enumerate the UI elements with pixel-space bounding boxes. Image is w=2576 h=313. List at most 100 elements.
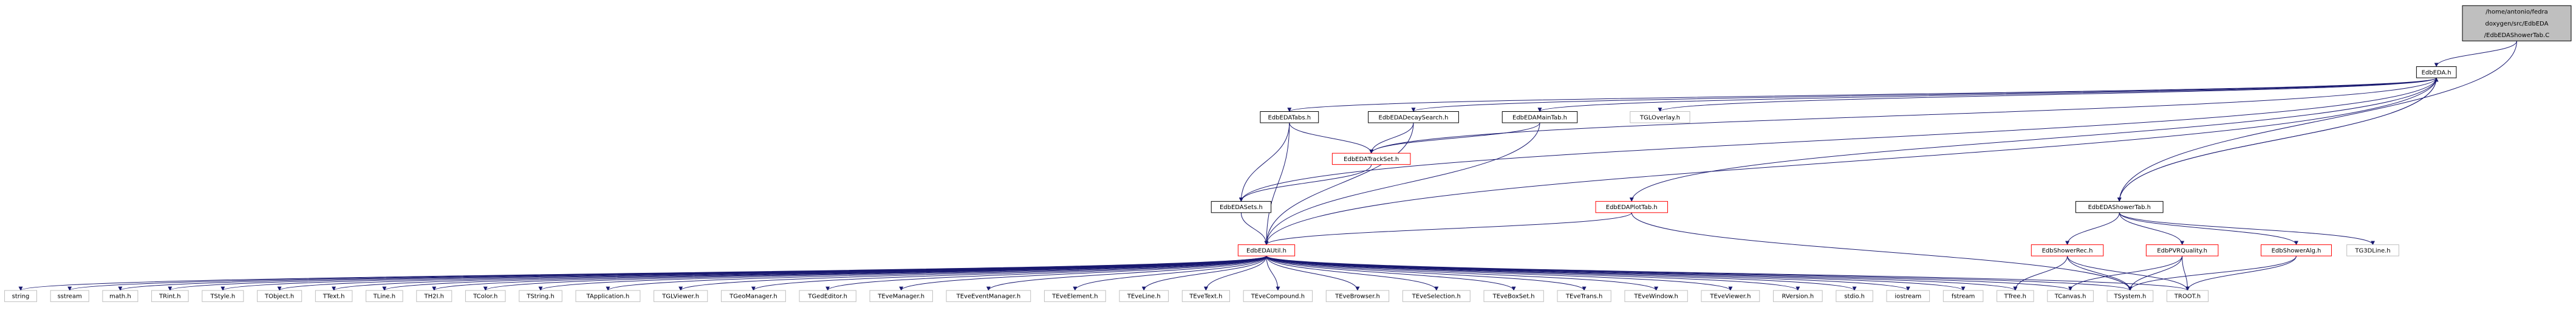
node-edbedasets-h[interactable]: EdbEDASets.h: [1211, 201, 1272, 213]
node-edbedautil-h[interactable]: EdbEDAUtil.h: [1237, 244, 1296, 256]
node-box: [519, 290, 562, 302]
edge-EdbEDAUtil_h-to-iostream: [1266, 255, 1910, 291]
node-box: [2031, 244, 2104, 256]
edge-EdbEDAUtil_h-to-TSystem_h: [1266, 255, 2133, 291]
node-edbedadecaysearch-h[interactable]: EdbEDADecaySearch.h: [1368, 111, 1459, 123]
node-box: [50, 290, 89, 302]
node-rversion-h[interactable]: RVersion.h: [1772, 290, 1823, 302]
node-iostream[interactable]: iostream: [1886, 290, 1930, 302]
edge-EdbEDAUtil_h-to-TEveElement_h: [1073, 255, 1267, 291]
node-edbshowerrec-h[interactable]: EdbShowerRec.h: [2031, 244, 2104, 256]
node-tsystem-h[interactable]: TSystem.h: [2106, 290, 2154, 302]
edge-EdbEDAUtil_h-to-TLine_h: [382, 255, 1267, 291]
node-box: [315, 290, 353, 302]
node-box: [4, 290, 38, 302]
node-edbshoweralg-h[interactable]: EdbShowerAlg.h: [2260, 244, 2332, 256]
node-tcolor-h[interactable]: TColor.h: [465, 290, 506, 302]
node-label: TEveBoxSet.h: [1492, 294, 1535, 300]
node-teveelement-h[interactable]: TEveElement.h: [1044, 290, 1106, 302]
node-edbedatrackset-h[interactable]: EdbEDATrackSet.h: [1331, 153, 1411, 165]
node-tevecompound-h[interactable]: TEveCompound.h: [1243, 290, 1313, 302]
node-box: [2145, 244, 2219, 256]
edge-EdbEDAUtil_h-to-TEveEventManager_h: [986, 255, 1267, 291]
node-tgloverlay-h[interactable]: TGLOverlay.h: [1630, 111, 1690, 123]
node-box: [799, 290, 856, 302]
node-box: [1237, 244, 1296, 256]
node-edbedaplottab-h[interactable]: EdbEDAPlotTab.h: [1595, 201, 1669, 213]
node-troot-h[interactable]: TROOT.h: [2166, 290, 2209, 302]
node-sstream[interactable]: sstream: [50, 290, 89, 302]
node-tobject-h[interactable]: TObject.h: [257, 290, 302, 302]
node-trint-h[interactable]: TRint.h: [151, 290, 189, 302]
node-label: TRint.h: [159, 294, 181, 300]
node-box: [1402, 290, 1471, 302]
node-tapplication-h[interactable]: TApplication.h: [575, 290, 641, 302]
node-box: [946, 290, 1031, 302]
node-edbpvrquality-h[interactable]: EdbPVRQuality.h: [2145, 244, 2219, 256]
edge-EdbEDA_h-to-EdbEDADecaySearch_h: [1411, 77, 2437, 112]
node-tg3dline-h[interactable]: TG3DLine.h: [2346, 244, 2399, 256]
edge-EdbEDATabs_h-to-EdbEDAUtil_h: [1264, 122, 1290, 246]
node-tevemanager-h[interactable]: TEveManager.h: [869, 290, 933, 302]
node-teveviewer-h[interactable]: TEveViewer.h: [1701, 290, 1760, 302]
node-math-h[interactable]: math.h: [102, 290, 138, 302]
node-box: [102, 290, 138, 302]
node-tgededitor-h[interactable]: TGedEditor.h: [799, 290, 856, 302]
node-root[interactable]: /home/antonio/fedradoxygen/src/EdbEDA/Ed…: [2462, 5, 2572, 41]
node-label: TText.h: [323, 294, 345, 300]
node-th2i-h[interactable]: TH2I.h: [416, 290, 453, 302]
node-label: EdbShowerAlg.h: [2272, 247, 2321, 254]
node-tevetext-h[interactable]: TEveText.h: [1181, 290, 1230, 302]
node-tcanvas-h[interactable]: TCanvas.h: [2047, 290, 2094, 302]
node-ttree-h[interactable]: TTree.h: [1997, 290, 2034, 302]
edge-EdbEDAUtil_h-to-TEveManager_h: [899, 255, 1267, 291]
edges-layer: [18, 41, 2517, 291]
edge-EdbEDADecaySearch_h-to-EdbEDAUtil_h: [1264, 122, 1414, 246]
node-box: [720, 290, 786, 302]
node-label: TEveManager.h: [877, 294, 924, 300]
node-box: [869, 290, 933, 302]
node-edbedatabs-h[interactable]: EdbEDATabs.h: [1260, 111, 1319, 123]
node-label: EdbEDADecaySearch.h: [1379, 114, 1449, 121]
node-label: EdbEDATrackSet.h: [1344, 156, 1399, 163]
node-edbedashowertab-h[interactable]: EdbEDAShowerTab.h: [2075, 201, 2164, 213]
node-teveline-h[interactable]: TEveLine.h: [1119, 290, 1169, 302]
node-box: [1502, 111, 1578, 123]
node-tevetrans-h[interactable]: TEveTrans.h: [1557, 290, 1611, 302]
edge-EdbEDAShowerTab_h-to-EdbShowerRec_h: [2065, 212, 2120, 246]
node-label: TEveElement.h: [1051, 294, 1098, 300]
node-tgeomanager-h[interactable]: TGeoManager.h: [720, 290, 786, 302]
node-label: EdbEDAShowerTab.h: [2088, 204, 2151, 211]
node-tline-h[interactable]: TLine.h: [366, 290, 403, 302]
edge-EdbEDA_h-to-EdbEDATabs_h: [1287, 77, 2437, 112]
node-box: [2106, 290, 2154, 302]
node-teveselection-h[interactable]: TEveSelection.h: [1402, 290, 1471, 302]
node-string[interactable]: string: [4, 290, 38, 302]
node-box: [151, 290, 189, 302]
node-tstring-h[interactable]: TString.h: [519, 290, 562, 302]
node-tstyle-h[interactable]: TStyle.h: [202, 290, 244, 302]
edge-EdbEDAUtil_h-to-TColor_h: [483, 255, 1267, 291]
node-tevebrowser-h[interactable]: TEveBrowser.h: [1325, 290, 1390, 302]
node-ttext-h[interactable]: TText.h: [315, 290, 353, 302]
node-tevewindow-h[interactable]: TEveWindow.h: [1624, 290, 1688, 302]
node-box: [1483, 290, 1544, 302]
node-box: [575, 290, 641, 302]
node-teveeventmanager-h[interactable]: TEveEventManager.h: [946, 290, 1031, 302]
node-label: TGLViewer.h: [661, 294, 699, 300]
node-stdio-h[interactable]: stdio.h: [1836, 290, 1873, 302]
edge-EdbEDAUtil_h-to-TEveLine_h: [1141, 256, 1267, 291]
edge-EdbEDAUtil_h-to-TStyle_h: [220, 255, 1267, 291]
node-label: TGeoManager.h: [729, 294, 777, 300]
node-tglviewer-h[interactable]: TGLViewer.h: [654, 290, 708, 302]
node-box: [1886, 290, 1930, 302]
node-fstream[interactable]: fstream: [1942, 290, 1984, 302]
edge-EdbEDAShowerTab_h-to-EdbEDA_h: [2119, 77, 2439, 202]
edge-EdbEDAMainTab_h-to-EdbEDAUtil_h: [1264, 122, 1540, 246]
node-label: TTree.h: [2004, 294, 2026, 300]
node-teveboxset-h[interactable]: TEveBoxSet.h: [1483, 290, 1544, 302]
node-label: EdbEDASets.h: [1220, 204, 1263, 211]
node-edbeda-h[interactable]: EdbEDA.h: [2416, 66, 2457, 78]
edge-EdbEDAShowerTab_h-to-EdbShowerAlg_h: [2119, 212, 2298, 246]
node-edbedamaintab-h[interactable]: EdbEDAMainTab.h: [1502, 111, 1578, 123]
